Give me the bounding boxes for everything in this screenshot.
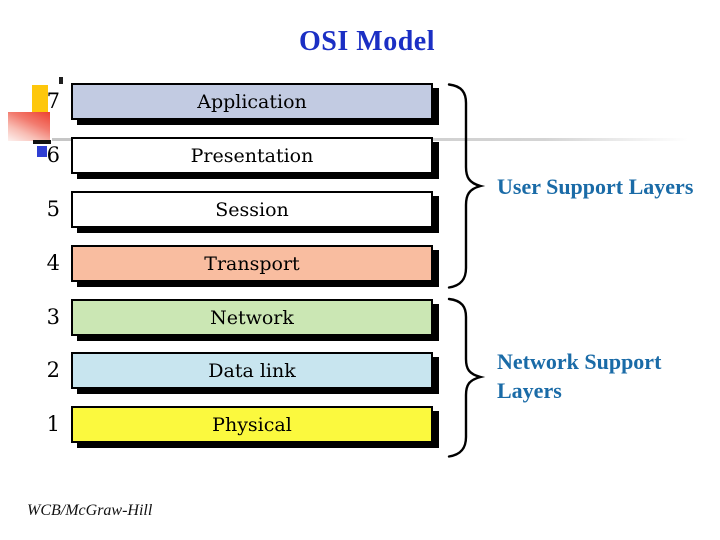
footer-credit: WCB/McGraw-Hill <box>27 502 153 519</box>
decoration-black-dash <box>33 140 51 144</box>
layer-box-data-link: Data link <box>71 352 433 389</box>
layer-label: Application <box>197 90 307 113</box>
layer-label: Session <box>215 198 289 221</box>
page-title: OSI Model <box>299 26 435 57</box>
layer-number: 7 <box>46 89 60 113</box>
layer-row-data-link: 2 Data link <box>0 352 460 389</box>
layer-box-application: Application <box>71 83 433 120</box>
layer-number: 3 <box>46 305 60 329</box>
layer-row-transport: 4 Transport <box>0 245 460 282</box>
brace-network-support-layers <box>447 297 486 458</box>
decoration-gold-rect <box>32 85 48 112</box>
layer-row-presentation: 6 Presentation <box>0 137 460 174</box>
layer-label: Transport <box>204 252 300 275</box>
group-label-network-support: Network Support Layers <box>497 349 662 403</box>
brace-user-support-layers <box>447 83 486 289</box>
layer-number: 5 <box>46 197 60 221</box>
layer-label: Physical <box>212 413 292 436</box>
layer-box-transport: Transport <box>71 245 433 282</box>
layer-label: Presentation <box>190 144 314 167</box>
layer-box-presentation: Presentation <box>71 137 433 174</box>
decoration-tick <box>59 77 63 84</box>
layer-label: Network <box>210 306 294 329</box>
layer-number: 1 <box>46 412 60 436</box>
layer-row-session: 5 Session <box>0 191 460 228</box>
layer-row-application: 7 Application <box>0 83 460 120</box>
decoration-blue-square <box>37 146 47 157</box>
layer-box-physical: Physical <box>71 406 433 443</box>
layer-label: Data link <box>208 359 296 382</box>
layer-row-network: 3 Network <box>0 299 460 336</box>
decoration-red-gradient-square <box>8 112 50 141</box>
layer-number: 4 <box>46 251 60 275</box>
layer-box-session: Session <box>71 191 433 228</box>
layer-row-physical: 1 Physical <box>0 406 460 443</box>
layer-number: 6 <box>46 143 60 167</box>
group-label-user-support: User Support Layers <box>497 174 694 199</box>
layer-box-network: Network <box>71 299 433 336</box>
layer-number: 2 <box>46 358 60 382</box>
